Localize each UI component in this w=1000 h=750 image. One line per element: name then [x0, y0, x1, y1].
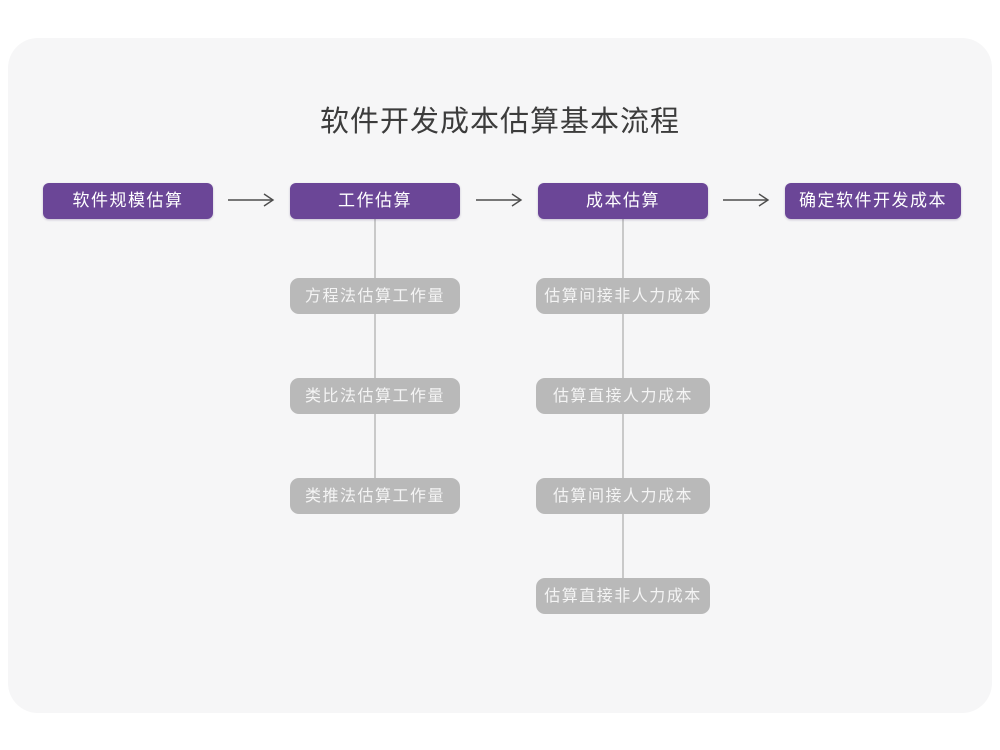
substep-equation-method-workload: 方程法估算工作量 [290, 278, 460, 314]
diagram-card [8, 38, 992, 713]
main-step-cost-estimation: 成本估算 [538, 183, 708, 219]
substep-extrapolation-method-workload: 类推法估算工作量 [290, 478, 460, 514]
substep-direct-non-labor-cost: 估算直接非人力成本 [536, 578, 710, 614]
work-estimation-connector-line [374, 218, 376, 496]
substep-direct-labor-cost: 估算直接人力成本 [536, 378, 710, 414]
substep-indirect-non-labor-cost: 估算间接非人力成本 [536, 278, 710, 314]
substep-analogy-method-workload: 类比法估算工作量 [290, 378, 460, 414]
substep-indirect-labor-cost: 估算间接人力成本 [536, 478, 710, 514]
main-step-software-scale-estimation: 软件规模估算 [43, 183, 213, 219]
arrow-right-icon [227, 192, 275, 208]
diagram-title: 软件开发成本估算基本流程 [319, 104, 680, 138]
main-step-determine-development-cost: 确定软件开发成本 [785, 183, 961, 219]
main-step-work-estimation: 工作估算 [290, 183, 460, 219]
arrow-right-icon [722, 192, 770, 208]
arrow-right-icon [475, 192, 523, 208]
